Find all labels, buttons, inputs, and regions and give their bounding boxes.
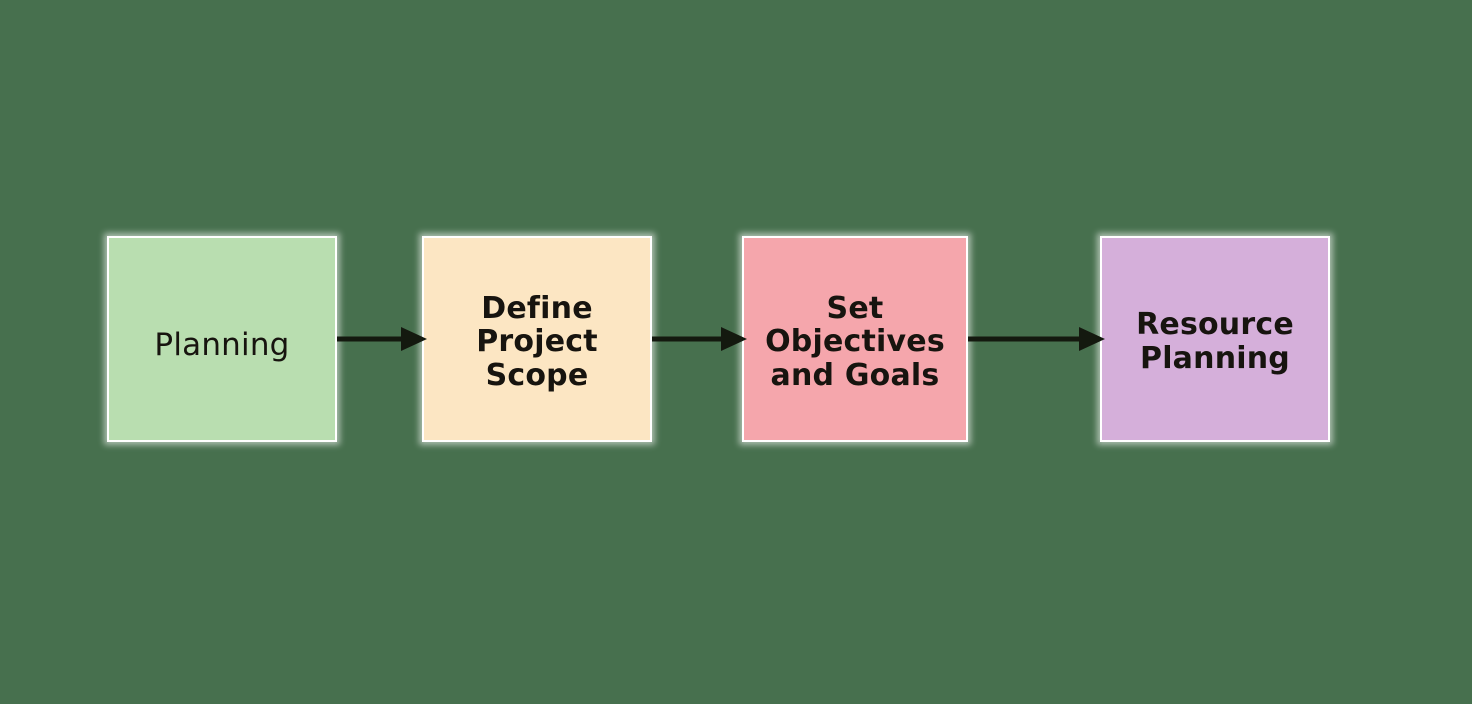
- flow-arrow-set-objectives-and-goals-to-resource-planning: [968, 325, 1105, 353]
- flow-node-define-project-scope[interactable]: Define Project Scope: [422, 236, 652, 442]
- flow-node-resource-planning[interactable]: Resource Planning: [1100, 236, 1330, 442]
- flow-arrow-planning-to-define-project-scope: [337, 325, 427, 353]
- flow-node-label: Set Objectives and Goals: [765, 290, 945, 393]
- flow-arrow-define-project-scope-to-set-objectives-and-goals: [652, 325, 747, 353]
- flow-node-planning[interactable]: Planning: [107, 236, 337, 442]
- flow-node-set-objectives-and-goals[interactable]: Set Objectives and Goals: [742, 236, 968, 442]
- flow-node-label: Define Project Scope: [476, 290, 598, 393]
- flow-node-label: Planning: [154, 326, 290, 363]
- flow-node-label: Resource Planning: [1136, 307, 1294, 376]
